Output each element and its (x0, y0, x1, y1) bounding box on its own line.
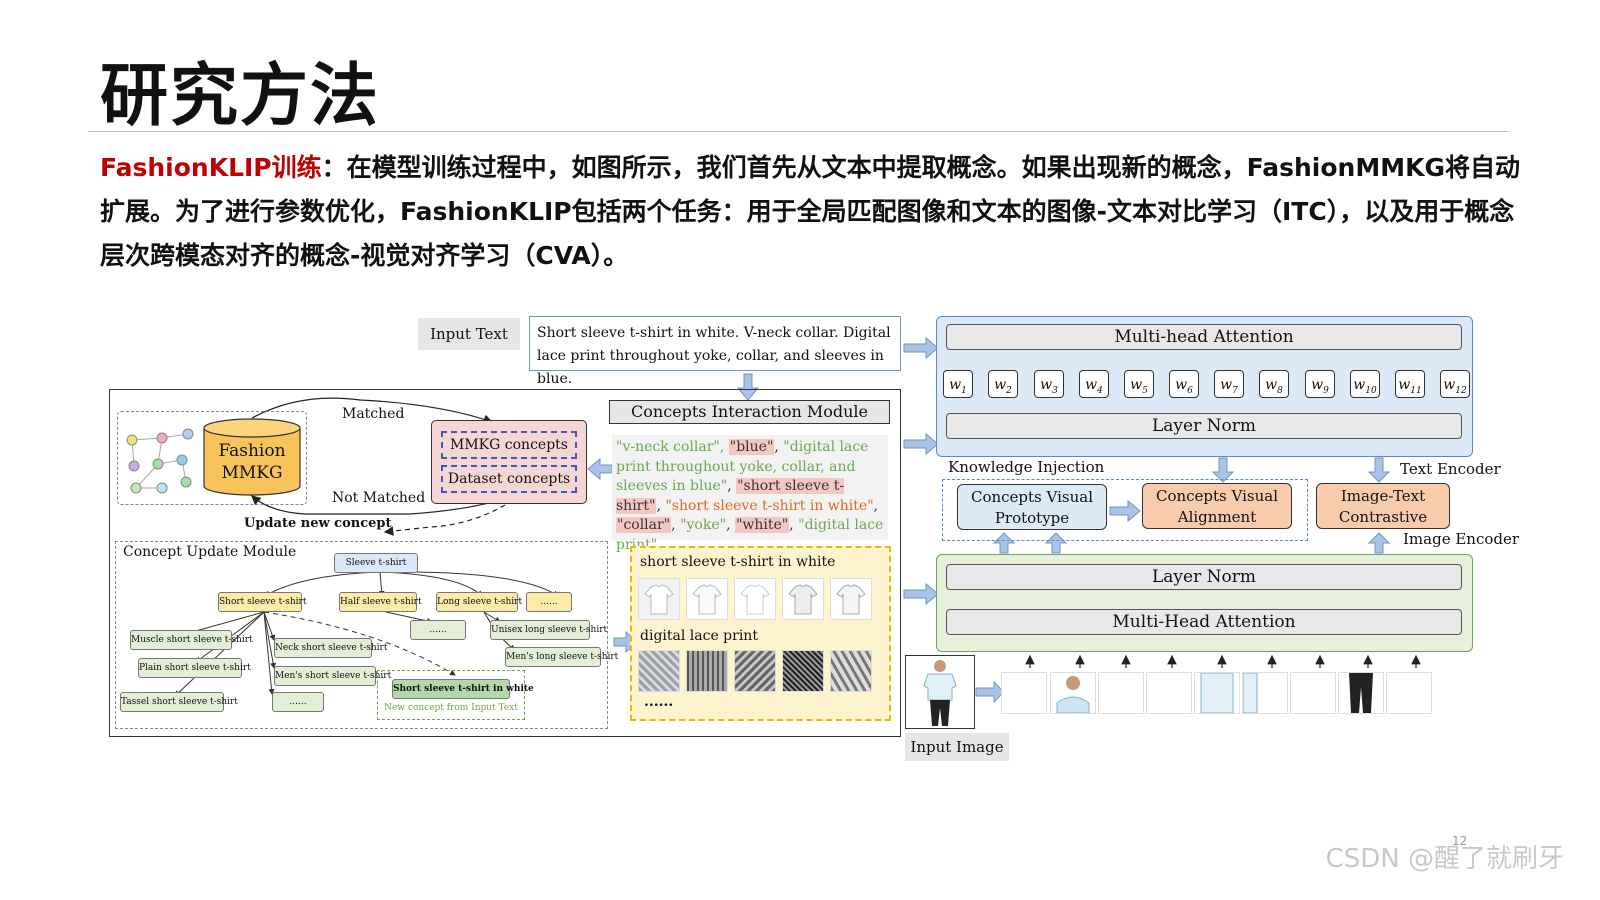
image-patch (1290, 672, 1336, 714)
lace-image (638, 650, 680, 692)
image-patch (1242, 672, 1288, 714)
text-mha: Multi-head Attention (946, 324, 1462, 350)
tree-node: Muscle short sleeve t-shirt (130, 630, 253, 650)
weight-node: w10 (1350, 370, 1380, 398)
weight-node: w8 (1259, 370, 1289, 398)
matched-label: Matched (342, 406, 405, 422)
dataset-concepts: Dataset concepts (441, 465, 577, 493)
input-text-box: Short sleeve t-shirt in white. V-neck co… (529, 316, 901, 387)
image-patch (1386, 672, 1432, 714)
tree-node: ...... (526, 592, 572, 612)
tree-node: ...... (272, 692, 324, 712)
visual-concepts-panel: short sleeve t-shirt in white digital la… (630, 546, 891, 721)
watermark: CSDN @醒了就刷牙 (1325, 844, 1564, 874)
kg-graph-box (117, 411, 307, 505)
concepts-box: MMKG concepts Dataset concepts (431, 420, 587, 504)
concept-update-module (115, 541, 608, 729)
weight-node: w7 (1214, 370, 1244, 398)
knowledge-injection-label: Knowledge Injection (948, 458, 1105, 476)
page-number: 12 (1452, 834, 1468, 848)
image-patch (1338, 672, 1384, 714)
graph-icon (126, 428, 194, 494)
visual-label-1: short sleeve t-shirt in white (640, 554, 836, 570)
weight-node: w6 (1169, 370, 1199, 398)
intro-paragraph: FashionKLIP训练：在模型训练过程中，如图所示，我们首先从文本中提取概念… (100, 146, 1520, 278)
extracted-concepts: "v-neck collar", "blue", "digital lace p… (612, 435, 888, 553)
lace-image (830, 650, 872, 692)
weight-node: w4 (1079, 370, 1109, 398)
tree-node: Unisex long sleeve t-shirt (490, 620, 607, 640)
image-mha: Multi-Head Attention (946, 609, 1462, 635)
weight-node: w3 (1034, 370, 1064, 398)
tree-node: Short sleeve t-shirt (218, 592, 306, 612)
mmkg-concepts: MMKG concepts (441, 431, 577, 459)
tshirt-image (638, 578, 680, 620)
image-patch (1050, 672, 1096, 714)
lace-image (686, 650, 728, 692)
image-patch (1146, 672, 1192, 714)
image-patch (1098, 672, 1144, 714)
image-patch (1194, 672, 1240, 714)
new-concept-node: Short sleeve t-shirt in white (392, 679, 534, 699)
tree-node: Half sleeve t-shirt (339, 592, 422, 612)
visual-label-2: digital lace print (640, 628, 758, 644)
fashion-mmkg-db (203, 418, 301, 496)
lace-image (782, 650, 824, 692)
text-layer-norm: Layer Norm (946, 413, 1462, 439)
title-divider (88, 131, 1508, 132)
tree-node: Long sleeve t-shirt (436, 592, 522, 612)
new-concept-box: Short sleeve t-shirt in white New concep… (377, 670, 534, 720)
update-new-concept-label: Update new concept (244, 516, 392, 531)
tshirt-image (830, 578, 872, 620)
weight-node: w9 (1305, 370, 1335, 398)
tree-node: ...... (410, 620, 466, 640)
weight-node: w12 (1440, 370, 1470, 398)
tree-node: Men's long sleeve t-shirt (505, 647, 618, 667)
concepts-interaction-module: Concepts Interaction Module (609, 400, 890, 424)
text-encoder-label: Text Encoder (1400, 460, 1501, 478)
tree-node: Plain short sleeve t-shirt (138, 658, 251, 678)
paragraph-text: ：在模型训练过程中，如图所示，我们首先从文本中提取概念。如果出现新的概念，Fas… (100, 153, 1520, 270)
weight-node: w5 (1124, 370, 1154, 398)
tree-root: Sleeve t-shirt (334, 553, 418, 573)
input-image (905, 655, 975, 729)
image-patch (1001, 672, 1047, 714)
left-module-frame (109, 389, 901, 737)
input-text-label: Input Text (418, 318, 520, 350)
tree-node: Men's short sleeve t-shirt (274, 666, 391, 686)
page-title: 研究方法 (100, 57, 381, 136)
weight-node: w1 (943, 370, 973, 398)
knowledge-injection-box (942, 479, 1308, 541)
tree-node: Tassel short sleeve t-shirt (120, 692, 238, 712)
not-matched-label: Not Matched (332, 490, 426, 506)
paragraph-highlight: FashionKLIP训练 (100, 153, 322, 182)
image-encoder-label: Image Encoder (1403, 530, 1520, 548)
lace-image (734, 650, 776, 692)
new-concept-caption: New concept from Input Text (384, 703, 518, 713)
tshirt-image (734, 578, 776, 620)
weight-node: w2 (988, 370, 1018, 398)
tshirt-image (686, 578, 728, 620)
image-layer-norm: Layer Norm (946, 564, 1462, 590)
weight-node: w11 (1395, 370, 1425, 398)
cum-title: Concept Update Module (123, 544, 297, 560)
visual-ellipsis: ...... (644, 694, 674, 710)
tree-node: Neck short sleeve t-shirt (274, 638, 387, 658)
input-image-label: Input Image (905, 733, 1009, 761)
tshirt-image (782, 578, 824, 620)
